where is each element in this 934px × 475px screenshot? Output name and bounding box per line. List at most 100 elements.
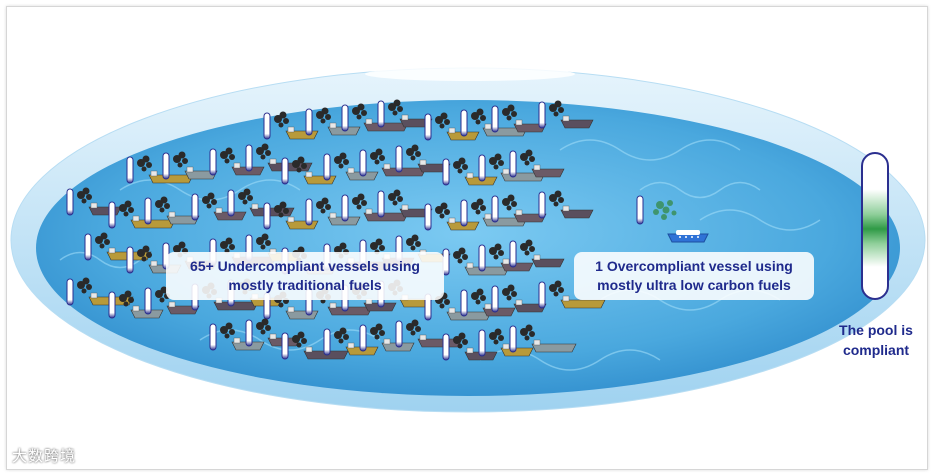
thermometer-icon [209,323,217,351]
thermometer-icon [460,109,468,137]
tanker-icon [130,219,176,229]
smoke-icon [173,151,188,168]
thermometer-icon [108,201,116,229]
thermometer-icon [478,154,486,182]
vessel [144,196,200,225]
smoke-icon [502,194,517,211]
overcompliant-label: 1 Overcompliant vessel using mostly ultr… [574,252,814,300]
ship-icon [560,209,594,219]
ship-icon [500,347,534,357]
vessel [162,151,218,180]
vessel [108,200,176,229]
smoke-icon [489,243,504,260]
thermometer-icon [66,278,74,306]
vessel [509,239,565,268]
vessel [263,111,319,140]
smoke-icon [220,237,235,254]
thermometer-icon [126,246,134,274]
smoke-icon [453,157,468,174]
vessel [227,188,295,217]
pool-compliance-gauge [861,152,889,300]
thermometer-icon [263,112,271,140]
smoke-icon [77,187,92,204]
thermometer-icon [491,195,499,223]
vessel [377,189,433,218]
tanker-icon [464,266,510,276]
smoke-icon [370,323,385,340]
vessel [341,193,409,222]
thermometer-icon [108,291,116,319]
smoke-icon [256,233,271,250]
vessel [126,155,194,184]
thermometer-icon [162,152,170,180]
vessel [538,190,594,219]
vessel [395,319,463,348]
smoke-icon [316,107,331,124]
ship-icon [531,168,565,178]
ship-icon [513,303,547,313]
vessel [424,292,492,321]
vessel [460,108,528,137]
tanker-icon [327,306,373,316]
thermometer-icon [245,319,253,347]
pool-compliant-line1: The pool is [839,322,913,338]
smoke-icon [352,193,367,210]
smoke-icon [388,189,403,206]
vessel [509,149,565,178]
smoke-icon [238,188,253,205]
vessel [191,192,247,221]
thermometer-icon [636,195,644,225]
ship-icon [513,213,547,223]
watermark: 大数跨境 [12,448,77,465]
smoke-icon [274,111,289,128]
vessel [395,144,451,173]
smoke-icon [471,288,486,305]
ship-icon [560,119,594,129]
smoke-icon [137,245,152,262]
thermometer-icon [491,285,499,313]
smoke-icon [388,99,403,116]
smoke-icon [370,148,385,165]
thermometer-icon [491,105,499,133]
smoke-icon [435,112,450,129]
smoke-icon [520,149,535,166]
thermometer-icon [538,191,546,219]
thermometer-icon [442,333,450,361]
thermometer-icon [305,108,313,136]
pool-compliant-label: The pool is compliant [826,320,926,360]
smoke-icon [520,239,535,256]
tanker-icon [363,122,409,132]
pool-rim-highlight [365,67,575,81]
smoke-icon [549,190,564,207]
smoke-icon [119,290,134,307]
electric-ship-icon [667,230,709,243]
smoke-icon [502,284,517,301]
thermometer-icon [263,202,271,230]
overcompliant-vessel [636,195,709,243]
smoke-icon [274,201,289,218]
vessel [491,194,547,223]
ship-icon [166,305,200,315]
vessel [144,286,200,315]
smoke-icon [334,327,349,344]
thermometer-icon [442,158,450,186]
thermometer-icon [424,203,432,231]
smoke-icon [292,156,307,173]
thermometer-icon [209,148,217,176]
smoke-icon [334,152,349,169]
smoke-icon [352,103,367,120]
smoke-icon [406,234,421,251]
ship-icon [184,170,218,180]
thermometer-icon [305,198,313,226]
tanker-icon [446,311,492,321]
tanker-icon [560,299,606,309]
smoke-icon [453,332,468,349]
smoke-icon [220,147,235,164]
thermometer-icon [323,328,331,356]
thermometer-icon [281,332,289,360]
thermometer-icon [509,150,517,178]
smoke-icon [256,318,271,335]
vessel [509,324,577,353]
smoke-icon [256,143,271,160]
